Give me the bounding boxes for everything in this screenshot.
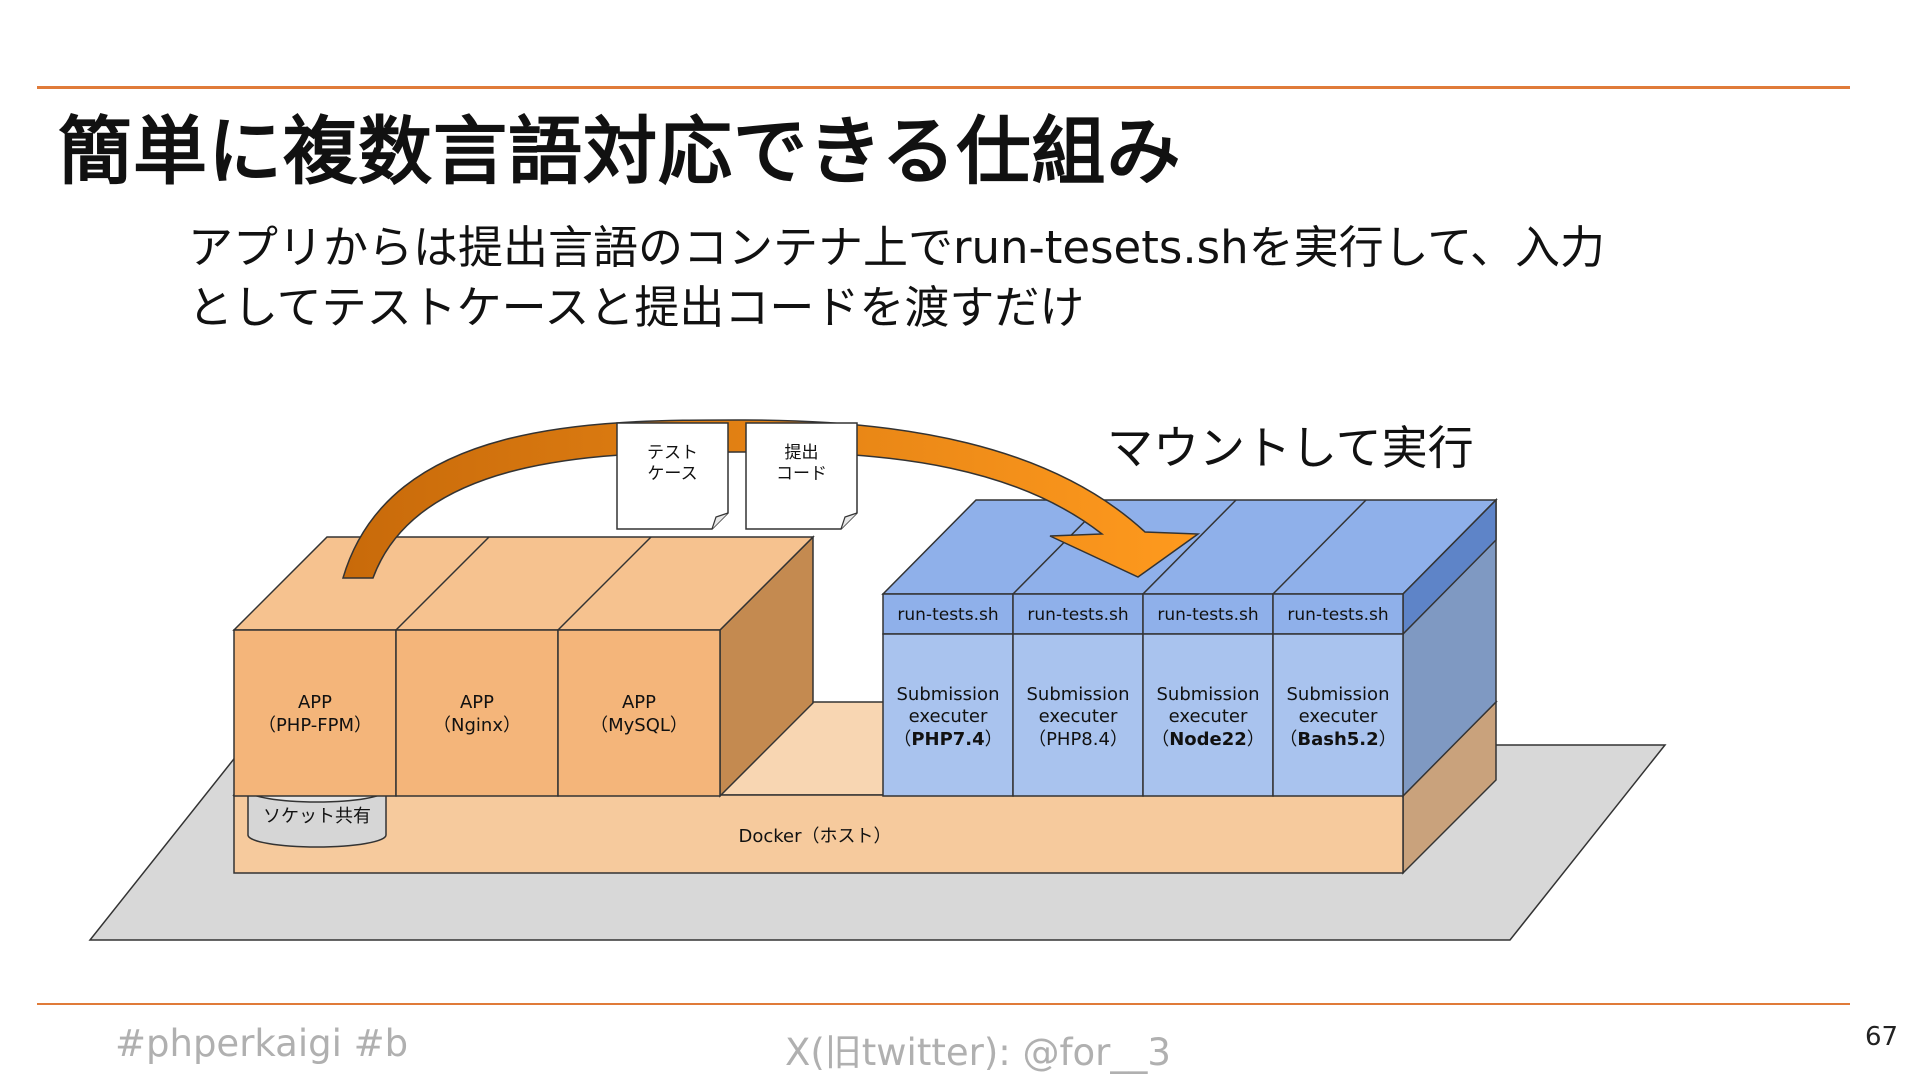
executor-lang-label: （Bash5.2）	[1279, 729, 1396, 750]
app-block-top	[232, 536, 815, 631]
executor-name-line2: executer	[1299, 706, 1378, 727]
document-fold	[711, 512, 729, 530]
app-box-face	[557, 629, 721, 797]
app-box: APP（PHP-FPM）	[233, 629, 397, 797]
app-box-face	[395, 629, 559, 797]
slide-body: アプリからは提出言語のコンテナ上でrun-tesets.shを実行して、入力 と…	[188, 218, 1605, 338]
app-box-sublabel: （PHP-FPM）	[258, 715, 372, 736]
footer-rule	[37, 1003, 1850, 1005]
executor-script-label: run-tests.sh	[897, 605, 998, 625]
executor-script-header	[1012, 593, 1144, 635]
executor-script-header	[1272, 593, 1404, 635]
header-rule	[37, 86, 1850, 89]
body-line-1: アプリからは提出言語のコンテナ上でrun-tesets.shを実行して、入力	[188, 221, 1605, 274]
executor-script-label: run-tests.sh	[1027, 605, 1128, 625]
executor-name-line2: executer	[909, 706, 988, 727]
executor-block: run-tests.shSubmissionexecuter（PHP7.4）ru…	[881, 498, 1498, 798]
executor-lang: PHP8.4	[1046, 729, 1110, 750]
slide-title: 簡単に複数言語対応できる仕組み	[58, 109, 1182, 195]
app-box: APP（Nginx）	[395, 629, 559, 797]
app-box-sublabel: （MySQL）	[590, 715, 688, 736]
document-label-line1: テスト	[647, 443, 698, 463]
app-box-label: APP	[298, 692, 332, 713]
document-label-line1: 提出	[785, 443, 819, 463]
app-box-face	[233, 629, 397, 797]
app-box-label: APP	[460, 692, 494, 713]
mount-label: マウントして実行	[1107, 421, 1474, 475]
executor-name-line1: Submission	[1027, 684, 1130, 705]
mount-arrow	[341, 419, 1201, 579]
footer-hashtags: #phperkaigi #b	[115, 1022, 409, 1065]
document-fold	[840, 512, 858, 530]
architecture-diagram: Docker（ホスト） ソケット共有 APP（PHP-FPM）APP（Nginx…	[88, 419, 1667, 941]
app-box-sublabel: （Nginx）	[433, 715, 521, 736]
executor-name-line1: Submission	[1287, 684, 1390, 705]
document-icon: 提出コード	[745, 422, 858, 530]
executor-face	[1012, 633, 1144, 797]
footer-twitter: X(旧twitter): @for__3	[785, 1031, 1171, 1074]
executor-lang: PHP7.4	[911, 729, 984, 750]
executor-lang-label: （Node22）	[1151, 729, 1265, 750]
app-block: APP（PHP-FPM）APP（Nginx）APP（MySQL）	[232, 535, 815, 798]
app-box: APP（MySQL）	[557, 629, 721, 797]
body-line-2: としてテストケースと提出コードを渡すだけ	[188, 281, 1085, 334]
executor-name-line2: executer	[1169, 706, 1248, 727]
executor-script-label: run-tests.sh	[1287, 605, 1388, 625]
page-number: 67	[1865, 1022, 1899, 1052]
executor-lang: Bash5.2	[1297, 729, 1378, 750]
executor-name-line2: executer	[1039, 706, 1118, 727]
docker-front	[233, 794, 1404, 874]
docker-label: Docker（ホスト）	[738, 826, 891, 847]
executor-face	[1272, 633, 1404, 797]
executor-lang: Node22	[1169, 729, 1247, 750]
app-box-label: APP	[622, 692, 656, 713]
document-label-line2: コード	[776, 464, 827, 484]
executor-face	[1142, 633, 1274, 797]
executor-lang-label: （PHP7.4）	[893, 729, 1002, 750]
document-icon: テストケース	[616, 422, 729, 530]
app-block-top-dividers	[395, 536, 652, 631]
document-label-line2: ケース	[647, 464, 697, 484]
executor-lang-label: （PHP8.4）	[1028, 729, 1128, 750]
socket-label: ソケット共有	[263, 806, 371, 827]
executor-script-label: run-tests.sh	[1157, 605, 1258, 625]
executor-name-line1: Submission	[897, 684, 1000, 705]
executor-name-line1: Submission	[1157, 684, 1260, 705]
